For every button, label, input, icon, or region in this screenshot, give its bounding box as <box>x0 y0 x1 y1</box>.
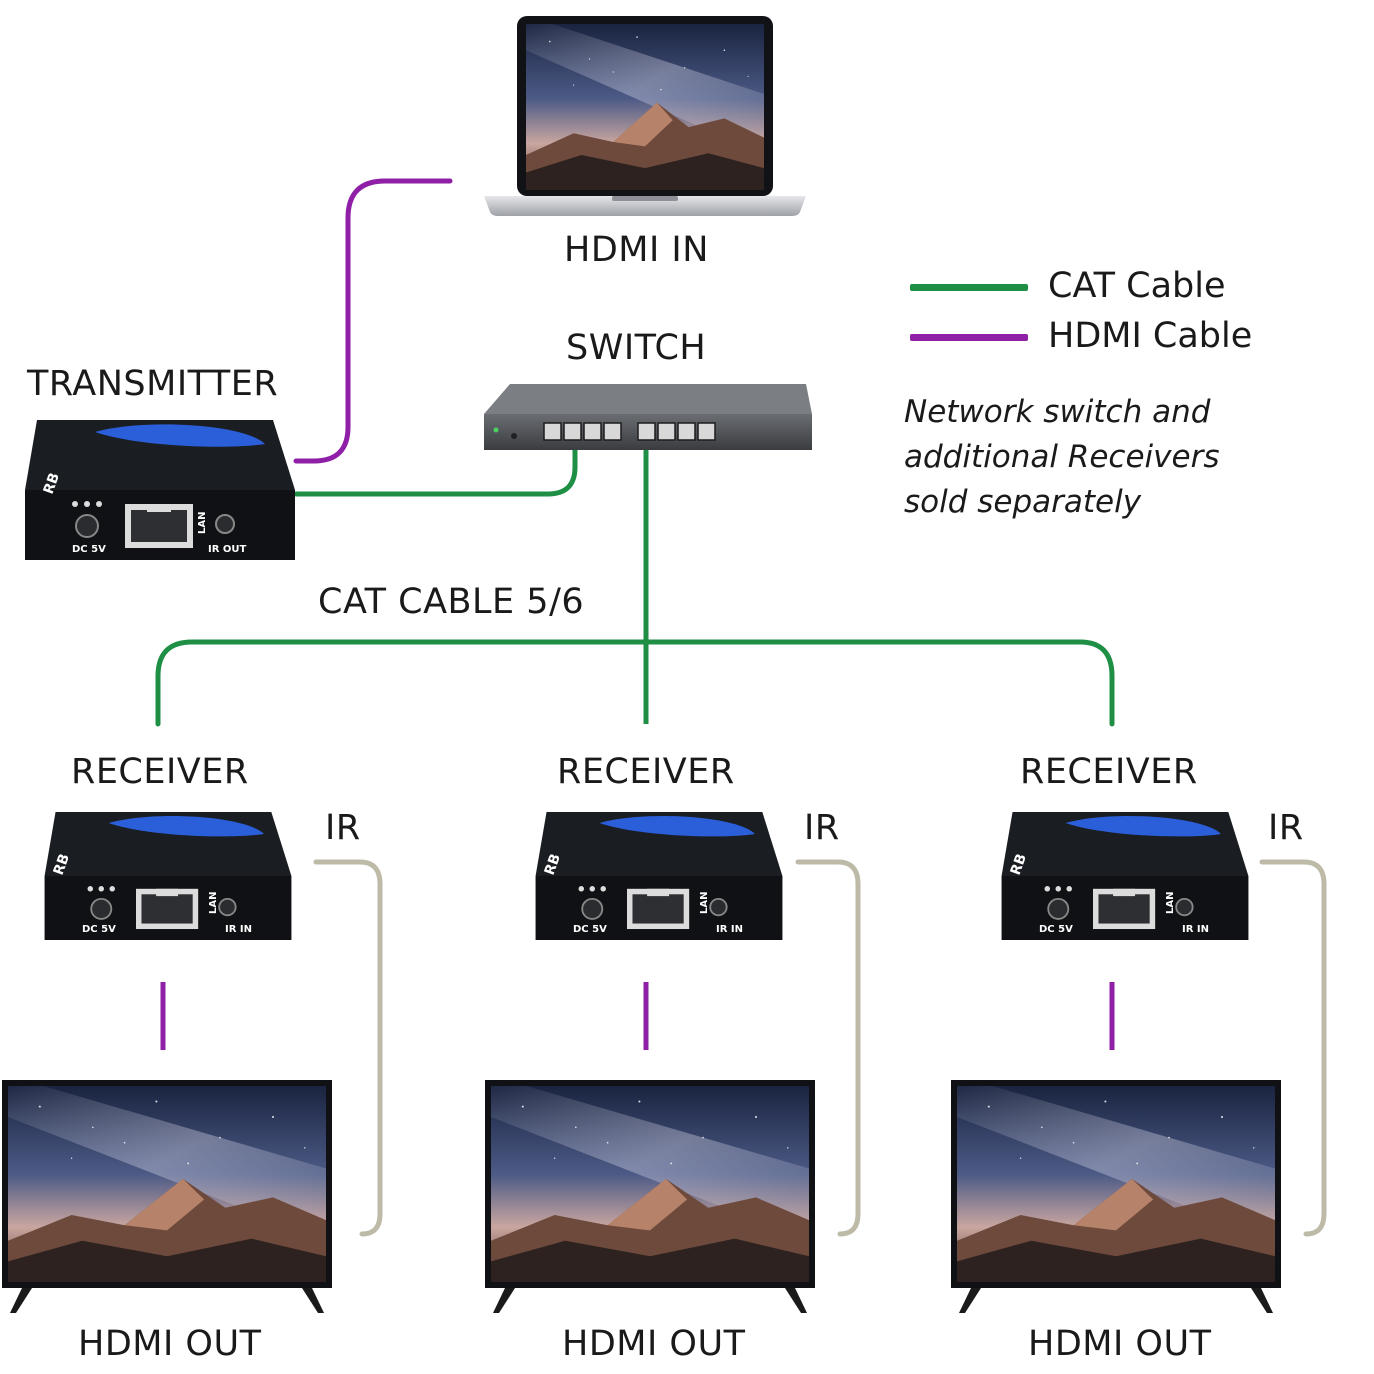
tv-icon <box>485 1076 815 1313</box>
output-label-3: HDMI OUT <box>1028 1324 1212 1364</box>
ir-cable-3 <box>1259 859 1327 1237</box>
source-label: HDMI IN <box>564 230 709 270</box>
cat-cable-distribution <box>155 639 1115 727</box>
output-label-1: HDMI OUT <box>78 1324 262 1364</box>
tv-icon <box>951 1076 1281 1313</box>
ir-in-port-label: IR IN <box>716 924 743 935</box>
ir-label-2: IR <box>804 808 840 848</box>
receiver-device-3 <box>1000 812 1250 940</box>
output-label-2: HDMI OUT <box>562 1324 746 1364</box>
power-port-label: DC 5V <box>72 544 106 555</box>
ir-cable-2 <box>795 859 861 1237</box>
legend-cat-swatch <box>910 284 1028 291</box>
network-switch-icon <box>484 384 812 450</box>
power-port-label: DC 5V <box>82 924 116 935</box>
receiver-label-1: RECEIVER <box>71 752 249 792</box>
legend-hdmi-swatch <box>910 334 1028 341</box>
legend-hdmi-label: HDMI Cable <box>1048 316 1253 356</box>
transmitter-label: TRANSMITTER <box>27 364 279 404</box>
brand-logo: RB <box>41 471 63 497</box>
transmitter-device <box>23 420 297 560</box>
footnote: Network switch and additional Receivers … <box>904 390 1219 525</box>
ir-cable-1 <box>313 859 383 1237</box>
ir-label-3: IR <box>1268 808 1304 848</box>
ir-out-port-label: IR OUT <box>208 544 247 555</box>
tv-icon <box>2 1076 332 1313</box>
lan-port-label: LAN <box>197 512 208 534</box>
lan-port-label: LAN <box>699 892 710 914</box>
hdmi-cable-source <box>293 178 453 464</box>
lan-port-label: LAN <box>208 892 219 914</box>
power-port-label: DC 5V <box>1039 924 1073 935</box>
brand-logo: RB <box>1008 852 1030 878</box>
receiver-label-3: RECEIVER <box>1020 752 1198 792</box>
cat-cable-transmitter <box>293 447 578 497</box>
power-port-label: DC 5V <box>573 924 607 935</box>
cat-cable-run-label: CAT CABLE 5/6 <box>318 582 585 622</box>
footnote-line-3: sold separately <box>904 484 1142 520</box>
ir-in-port-label: IR IN <box>1182 924 1209 935</box>
brand-logo: RB <box>542 852 564 878</box>
receiver-label-2: RECEIVER <box>557 752 735 792</box>
receiver-device-1 <box>43 812 293 940</box>
ir-in-port-label: IR IN <box>225 924 252 935</box>
switch-label: SWITCH <box>566 328 707 368</box>
ir-label-1: IR <box>325 808 361 848</box>
footnote-line-1: Network switch and <box>904 394 1211 430</box>
legend-cat-label: CAT Cable <box>1048 266 1226 306</box>
laptop-icon <box>484 16 806 216</box>
brand-logo: RB <box>51 852 73 878</box>
receiver-device-2 <box>534 812 784 940</box>
footnote-line-2: additional Receivers <box>904 439 1220 475</box>
lan-port-label: LAN <box>1165 892 1176 914</box>
